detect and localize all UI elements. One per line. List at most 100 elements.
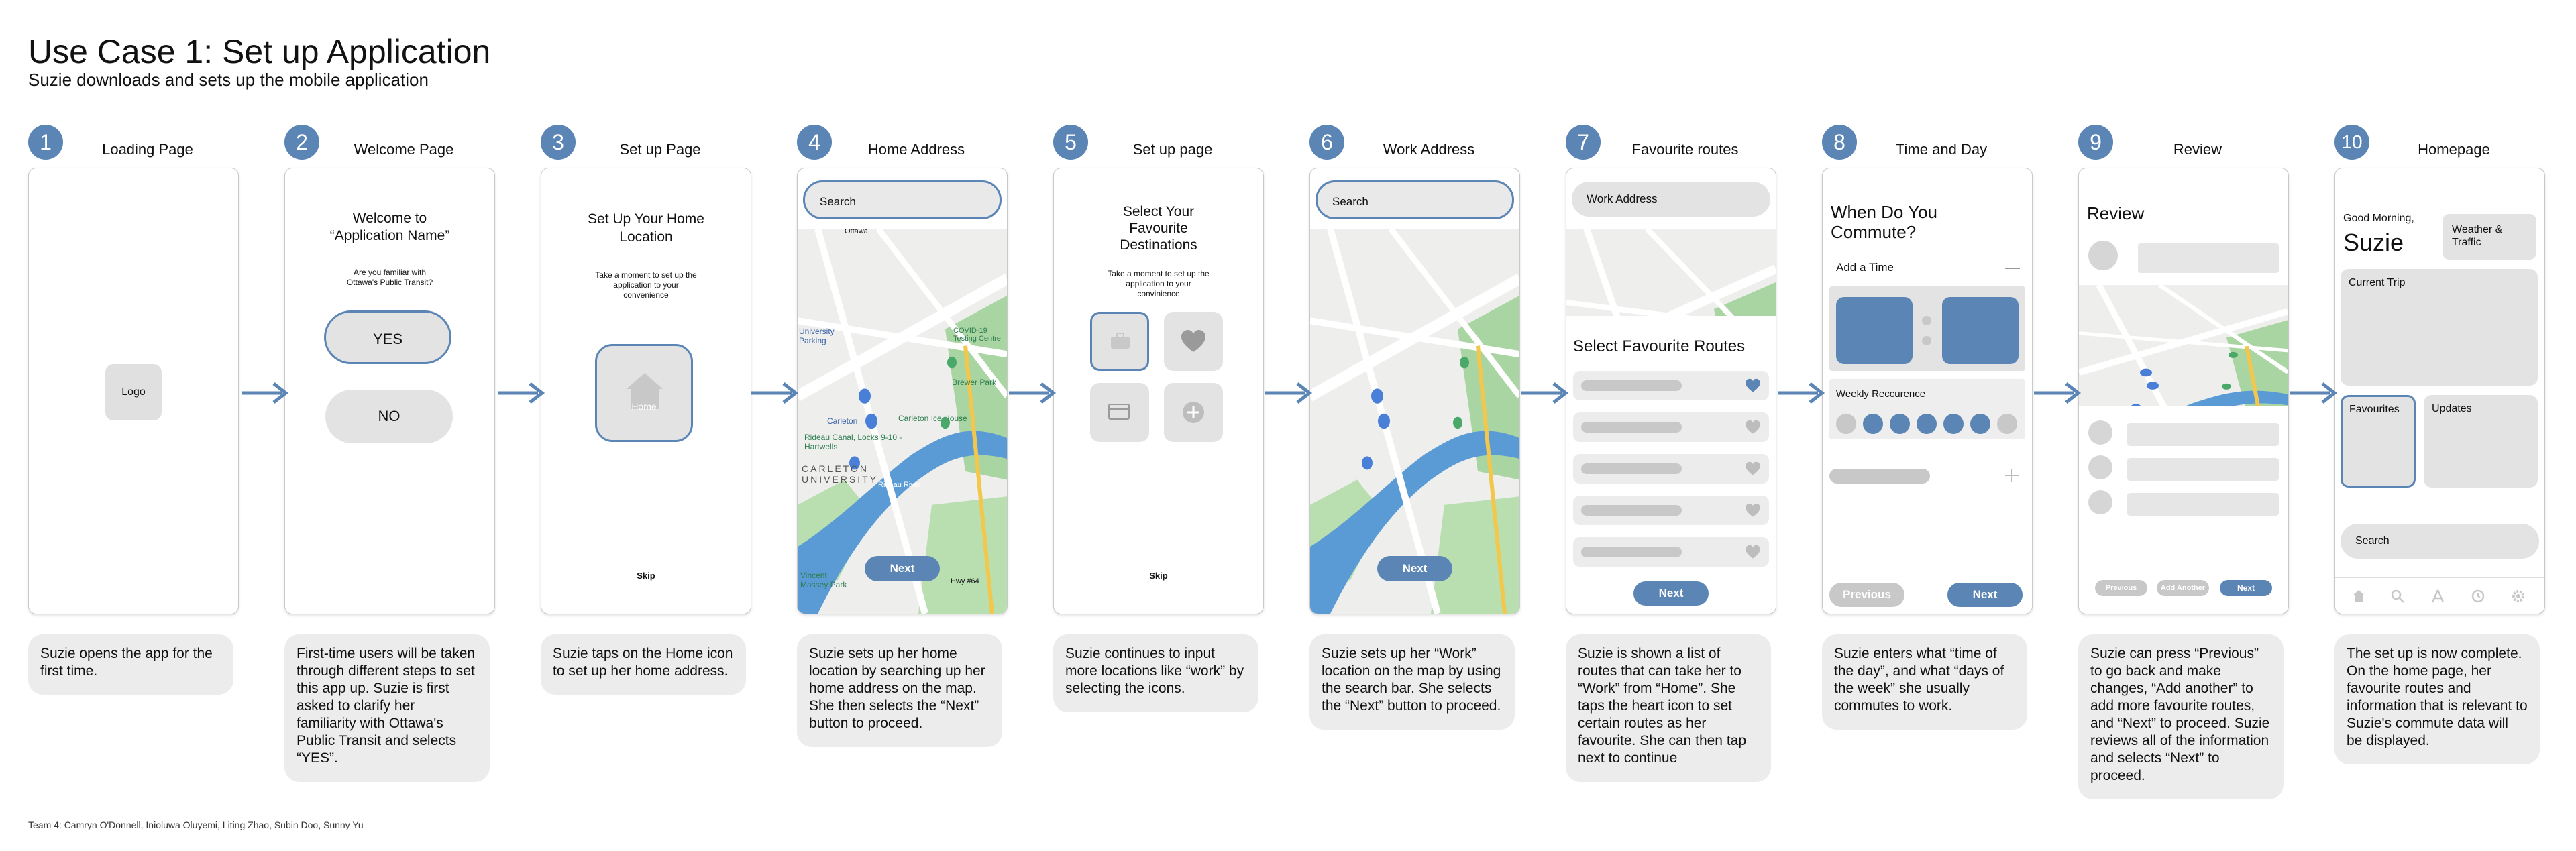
flow-arrow: [1009, 382, 1057, 404]
map-view[interactable]: [1310, 229, 1519, 614]
day-toggle[interactable]: [1836, 414, 1856, 434]
skip-link[interactable]: Skip: [637, 571, 655, 581]
day-toggle[interactable]: [1997, 414, 2017, 434]
step-number: 2: [284, 125, 319, 160]
avatar: [2088, 241, 2118, 270]
setup-heading: Set Up Your Home Location: [588, 211, 704, 245]
clock-icon[interactable]: [2471, 589, 2485, 604]
weekly-recurrence-panel: Weekly Reccurence: [1829, 379, 2025, 439]
map-label: COVID-19 Testing Centre: [953, 327, 1001, 343]
heart-icon[interactable]: [1745, 419, 1761, 435]
route-item[interactable]: [1573, 537, 1769, 567]
heart-icon[interactable]: [1745, 461, 1761, 477]
previous-button[interactable]: Previous: [1829, 583, 1904, 607]
phone-screen-routes: Work Address Select Favourite Routes Nex…: [1566, 168, 1776, 614]
logo-placeholder: Logo: [105, 364, 162, 420]
no-button[interactable]: NO: [325, 390, 453, 443]
add-destination-button[interactable]: [1164, 383, 1223, 442]
search-input[interactable]: Search: [2341, 524, 2539, 559]
time-picker[interactable]: [1829, 286, 2025, 371]
weather-traffic-card[interactable]: Weather & Traffic: [2443, 214, 2536, 260]
map-label: Carleton Ice House: [898, 414, 967, 423]
gear-icon[interactable]: [2511, 589, 2526, 604]
yes-button[interactable]: YES: [324, 310, 451, 364]
step-number: 6: [1309, 125, 1344, 160]
day-toggle[interactable]: [1917, 414, 1937, 434]
house-icon: [627, 373, 663, 409]
page-subtitle: Suzie downloads and sets up the mobile a…: [28, 70, 429, 90]
route-item[interactable]: [1573, 454, 1769, 484]
plus-icon[interactable]: [2004, 467, 2020, 484]
map-label: Vincent Massey Park: [800, 571, 847, 589]
route-placeholder: [1581, 422, 1682, 433]
search-input[interactable]: Search: [1316, 180, 1514, 219]
home-icon-button[interactable]: Home: [595, 344, 693, 442]
heart-icon[interactable]: [1745, 544, 1761, 560]
flow-arrow: [2034, 382, 2082, 404]
next-button[interactable]: Next: [1377, 556, 1452, 581]
team-credits: Team 4: Camryn O'Donnell, Inioluwa Oluye…: [28, 819, 364, 830]
search-input[interactable]: Search: [803, 180, 1002, 219]
heart-icon: [1181, 330, 1205, 352]
favourite-destination-button[interactable]: [1164, 312, 1223, 371]
step-title: Welcome Page: [354, 141, 454, 158]
day-toggle[interactable]: [1863, 414, 1883, 434]
step-description: First-time users will be taken through d…: [284, 634, 490, 782]
map-view: [1566, 229, 1776, 316]
minute-box[interactable]: [1942, 297, 2019, 364]
map-label: Rideau Canal, Locks 9-10 - Hartwells: [804, 433, 902, 451]
card-icon: [1108, 404, 1130, 420]
flow-arrow: [241, 382, 289, 404]
skip-link[interactable]: Skip: [1149, 571, 1168, 581]
step-number: 3: [541, 125, 576, 160]
day-toggle[interactable]: [1970, 414, 1990, 434]
previous-button[interactable]: Previous: [2095, 580, 2147, 596]
review-field-placeholder: [2138, 243, 2279, 273]
map-label: Rideau River: [878, 481, 921, 489]
day-toggle[interactable]: [1890, 414, 1910, 434]
add-another-button[interactable]: Add Another: [2157, 580, 2209, 596]
next-button[interactable]: Next: [2220, 580, 2272, 596]
next-button[interactable]: Next: [1947, 583, 2023, 607]
map-view[interactable]: Ottawa University Parking Carleton COVID…: [798, 229, 1007, 614]
heart-icon[interactable]: [1745, 378, 1761, 394]
map-label: Carleton: [827, 416, 858, 426]
step-title: Homepage: [2418, 141, 2490, 158]
map-label: University Parking: [799, 327, 835, 345]
page-title: Use Case 1: Set up Application: [28, 33, 491, 70]
review-row-dot: [2088, 455, 2112, 479]
phone-screen-destinations: Select Your Favourite Destinations Take …: [1053, 168, 1264, 614]
map-graphic: [2079, 285, 2288, 406]
route-item[interactable]: [1573, 412, 1769, 442]
step-description: Suzie continues to input more locations …: [1053, 634, 1258, 712]
flow-arrow: [1521, 382, 1569, 404]
work-address-field[interactable]: Work Address: [1572, 182, 1770, 217]
route-icon[interactable]: [2430, 589, 2445, 604]
next-button[interactable]: Next: [865, 556, 940, 581]
map-label: Hwy #64: [951, 577, 979, 585]
home-icon[interactable]: [2351, 589, 2366, 604]
user-name: Suzie: [2343, 229, 2404, 256]
step-description: Suzie sets up her “Work” location on the…: [1309, 634, 1515, 730]
step-number: 5: [1053, 125, 1088, 160]
school-destination-button[interactable]: [1090, 383, 1149, 442]
favourites-label: Favourites: [2349, 404, 2400, 415]
search-icon[interactable]: [2390, 589, 2405, 604]
current-trip-card[interactable]: Current Trip: [2341, 269, 2538, 386]
work-destination-button[interactable]: [1090, 312, 1149, 371]
hour-box[interactable]: [1836, 297, 1913, 364]
route-placeholder: [1581, 463, 1682, 474]
step-title: Home Address: [867, 141, 965, 158]
next-button[interactable]: Next: [1633, 581, 1709, 606]
day-toggle[interactable]: [1943, 414, 1964, 434]
step-8: 8 Time and Day When Do You Commute? Add …: [1822, 125, 2034, 795]
updates-card[interactable]: Updates: [2424, 395, 2538, 488]
route-item[interactable]: [1573, 371, 1769, 400]
step-title: Favourite routes: [1631, 141, 1739, 158]
heart-icon[interactable]: [1745, 502, 1761, 518]
route-item[interactable]: [1573, 496, 1769, 525]
step-6: 6 Work Address Search Next Suzie sets up…: [1309, 125, 1521, 795]
collapse-icon[interactable]: [2005, 268, 2020, 269]
weekly-recurrence-label: Weekly Reccurence: [1836, 388, 1926, 400]
favourites-card[interactable]: Favourites: [2341, 395, 2416, 488]
